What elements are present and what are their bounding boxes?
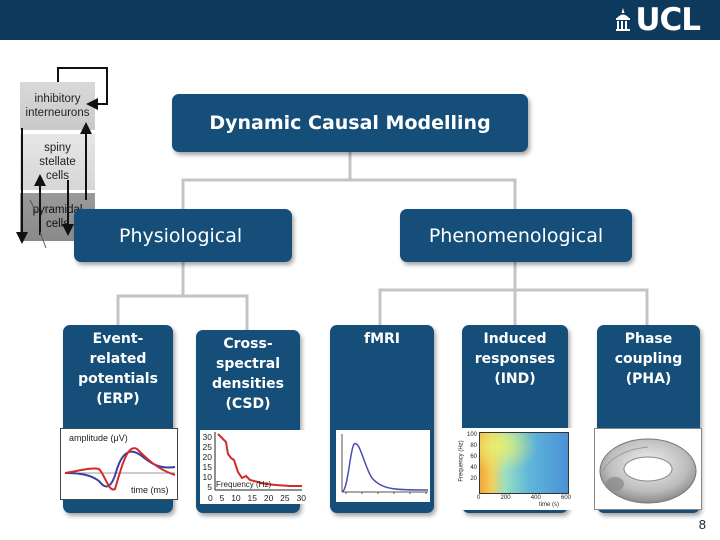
csd-ytick: 20 — [202, 452, 212, 462]
header-bar — [0, 0, 720, 40]
erp-label: Event- related potentials (ERP) — [78, 331, 158, 407]
ind-xtick: 0 — [477, 495, 481, 501]
csd-ytick: 15 — [202, 462, 212, 472]
csd-xtick: 0 — [208, 493, 213, 503]
physiological-label: Physiological — [119, 224, 243, 247]
csd-xtick: 10 — [231, 493, 241, 503]
phenomenological-box: Phenomenological — [400, 209, 632, 262]
csd-label: Cross- spectral densities (CSD) — [212, 336, 284, 412]
csd-spectrum — [214, 432, 302, 491]
csd-xtick: 20 — [263, 493, 274, 503]
ind-thumbnail: 100 80 60 40 20 Frequency (Hz) 0 200 400… — [457, 428, 575, 510]
ind-ytick: 80 — [470, 443, 477, 449]
pha-thumbnail — [594, 428, 702, 510]
neuron-model — [14, 60, 114, 260]
ind-xtick: 200 — [500, 495, 511, 501]
ind-timefreq-map — [479, 432, 569, 494]
fmri-hrf-curve — [341, 434, 429, 494]
fmri-thumbnail — [336, 430, 430, 502]
ind-label: Induced responses (IND) — [474, 331, 556, 387]
dcm-root-box: Dynamic Causal Modelling — [172, 94, 528, 152]
pha-label: Phase coupling (PHA) — [614, 331, 683, 387]
inhibitory-interneurons-label: inhibitory interneurons — [25, 93, 90, 119]
spiny-stellate-label: spiny stellate cells — [39, 142, 76, 182]
fmri-label: fMRI — [363, 331, 400, 347]
phenomenological-label: Phenomenological — [428, 224, 604, 247]
ind-ylabel: Frequency (Hz) — [458, 440, 465, 482]
csd-yticks: 30 25 20 15 10 5 — [200, 432, 212, 492]
erp-xlabel: time (ms) — [131, 485, 169, 495]
ind-ytick: 20 — [470, 476, 477, 482]
pha-torus — [599, 438, 697, 504]
ind-yticks: 100 80 60 40 20 — [463, 430, 477, 485]
ind-xtick: 600 — [560, 495, 571, 501]
csd-ytick: 5 — [207, 482, 212, 492]
page-number: 8 — [698, 517, 706, 532]
spiny-cell-bg — [20, 134, 95, 190]
csd-xticks: 0 5 10 15 20 25 30 — [208, 493, 306, 503]
erp-waveform — [64, 447, 176, 491]
csd-xtick: 15 — [247, 493, 257, 503]
csd-ytick: 10 — [202, 472, 212, 482]
csd-xtick: 5 — [219, 493, 225, 503]
csd-xtick: 30 — [296, 493, 306, 503]
csd-xlabel: Frequency (Hz) — [216, 480, 272, 489]
portico-icon — [616, 8, 631, 31]
csd-ytick: 25 — [202, 442, 212, 452]
csd-ytick: 30 — [202, 432, 212, 442]
ind-ytick: 40 — [470, 465, 477, 471]
physiological-box: Physiological — [74, 209, 292, 262]
ind-xlabel: time (s) — [539, 502, 559, 508]
erp-ylabel: amplitude (μV) — [69, 433, 128, 443]
erp-thumbnail: amplitude (μV) time (ms) — [60, 428, 178, 500]
ucl-logo: UCL — [614, 2, 701, 38]
csd-thumbnail: 30 25 20 15 10 5 Frequency (Hz) 0 5 10 1… — [200, 430, 306, 504]
logo-text: UCL — [635, 2, 701, 38]
csd-xtick: 25 — [280, 493, 290, 503]
dcm-root-label: Dynamic Causal Modelling — [209, 112, 491, 134]
ind-xtick: 400 — [530, 495, 541, 501]
ind-xticks: 0 200 400 600 — [477, 495, 571, 501]
ind-ytick: 60 — [470, 454, 477, 460]
ind-ytick: 100 — [466, 432, 477, 438]
